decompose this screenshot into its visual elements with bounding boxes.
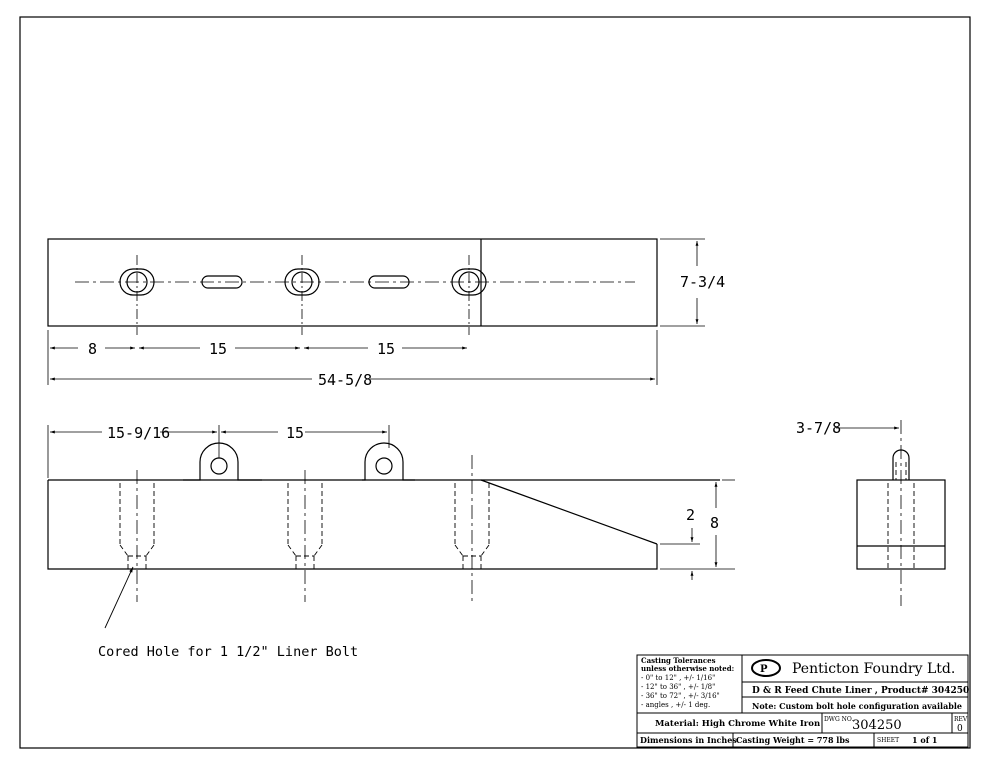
end-view [836,420,946,606]
logo-mark: P [760,664,768,675]
bolt-hole-1 [119,255,155,335]
rev-value: 0 [957,724,963,734]
rev-label: REV [954,716,968,723]
slot-1 [201,275,243,289]
product-title: D & R Feed Chute Liner , Product# 304250 [752,686,969,696]
sheet-value: 1 of 1 [912,735,937,745]
lug-2 [362,442,415,481]
units-note: Dimensions in Inches [640,735,737,745]
dim-height: 8 [710,514,719,532]
tolerance-line-5: - 36" to 72" , +/- 3/16" [641,692,720,700]
tolerance-line-6: - angles , +/- 1 deg. [641,701,710,709]
slot-2 [368,275,410,289]
tolerance-line-3: - 0" to 12" , +/- 1/16" [641,674,715,682]
taper-line [480,479,658,545]
lug-1 [183,442,262,481]
note-leader [104,566,134,629]
cored-hole-1 [119,483,155,569]
tolerance-line-1: Casting Tolerances [641,656,716,665]
sheet-border [19,16,971,749]
cored-hole-note: Cored Hole for 1 1/2" Liner Bolt [98,644,358,660]
title-block [636,654,969,748]
dim-width: 7-3/4 [680,273,725,291]
dim-side-pitch: 15 [286,424,304,442]
bolt-hole-3 [451,255,487,335]
dim-end-offset: 3-7/8 [796,419,841,437]
tolerance-line-4: - 12" to 36" , +/- 1/8" [641,683,715,691]
tolerance-line-2: unless otherwise noted: [641,664,734,673]
bolt-hole-2 [284,255,320,335]
dim-taper-height: 2 [686,506,695,524]
dim-side-first: 15-9/16 [107,424,170,442]
dwg-number: 304250 [852,718,902,733]
dim-top-pitch-1: 15 [209,340,227,358]
drawing-note: Note: Custom bolt hole configuration ava… [752,701,962,711]
dim-overall-length: 54-5/8 [318,371,372,389]
dim-top-pitch-2: 15 [377,340,395,358]
dwg-label: DWG NO. [824,716,853,723]
company-logo [751,659,781,677]
dim-top-left: 8 [88,340,97,358]
cored-hole-2 [287,483,323,569]
top-view-outline [47,238,658,327]
material: Material: High Chrome White Iron [655,719,820,729]
company-name: Penticton Foundry Ltd. [792,661,955,677]
top-view [47,238,705,385]
front-view [47,425,735,629]
sheet-label: SHEET [877,737,899,744]
casting-weight: Casting Weight = 778 lbs [736,735,850,745]
